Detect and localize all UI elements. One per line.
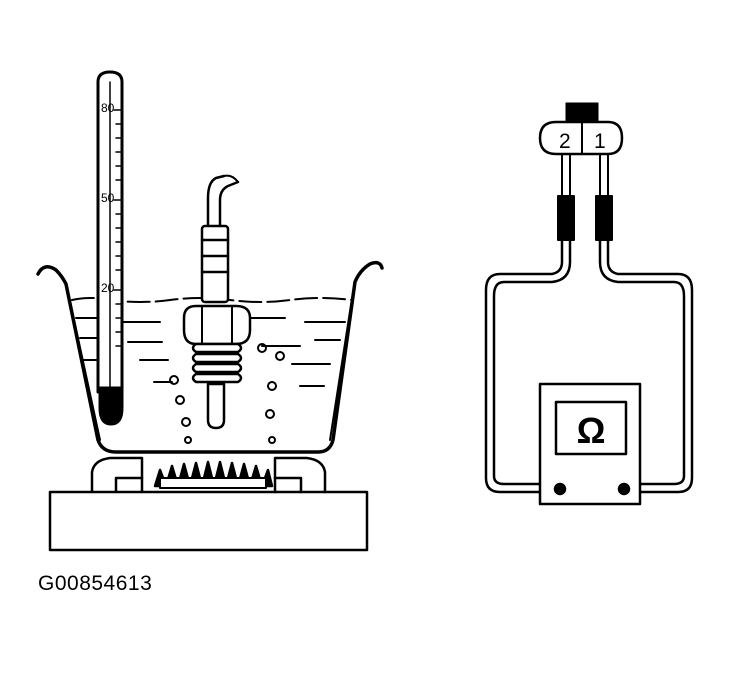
heating-setup: 80 50 20 <box>36 70 384 552</box>
burner-stand <box>90 456 327 494</box>
water-pot <box>36 260 384 454</box>
thermometer-labels: 80 50 20 <box>101 101 115 295</box>
ohm-symbol: Ω <box>577 410 606 451</box>
ohmmeter-display <box>554 400 628 456</box>
bubbles <box>169 343 285 444</box>
ohmmeter-terminal-left <box>553 482 567 496</box>
stand-base <box>48 490 369 552</box>
thermometer-bulb <box>98 386 124 426</box>
thermometer-label-80: 80 <box>101 101 115 115</box>
test-lead-right <box>595 153 694 494</box>
connector-cap <box>565 102 599 122</box>
ohmmeter-circuit: 2 1 Ω <box>484 102 694 506</box>
thermometer-label-50: 50 <box>101 191 115 205</box>
thermometer-label-20: 20 <box>101 281 115 295</box>
test-lead-left <box>484 153 575 494</box>
temperature-sensor <box>182 174 252 430</box>
connector-pin-2: 2 <box>559 130 571 153</box>
ohmmeter <box>538 382 642 506</box>
connector-pin-1: 1 <box>594 130 606 153</box>
burner-flame <box>153 460 274 489</box>
thermometer-ticks <box>113 109 122 347</box>
ohmmeter-terminal-right <box>617 482 631 496</box>
thermometer <box>96 70 124 426</box>
water-surface <box>71 297 353 387</box>
figure-id: G00854613 <box>38 572 153 595</box>
